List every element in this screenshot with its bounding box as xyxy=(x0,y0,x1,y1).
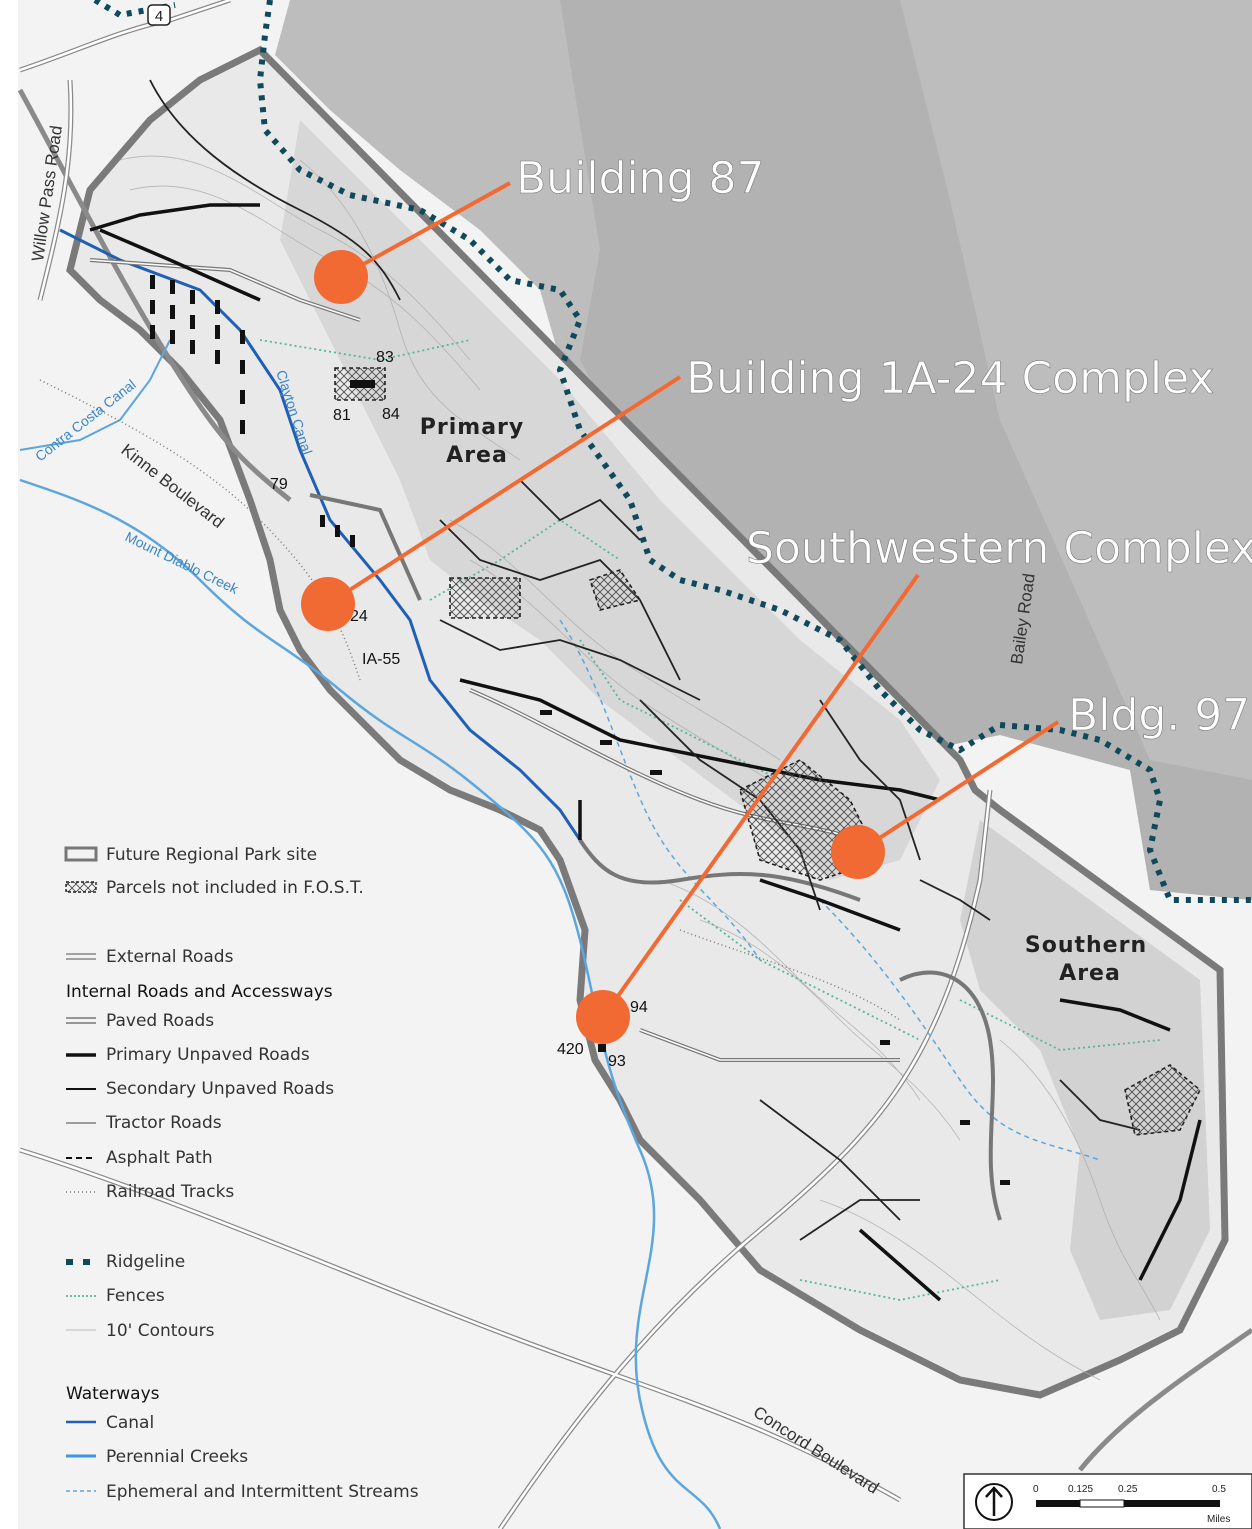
svg-text:Waterways: Waterways xyxy=(66,1384,160,1404)
north-arrow-icon xyxy=(975,1483,1013,1521)
building-87-label: Building 87 xyxy=(516,153,764,204)
svg-text:Asphalt Path: Asphalt Path xyxy=(106,1148,213,1168)
southwestern-complex-marker[interactable] xyxy=(576,990,630,1044)
svg-text:0.5: 0.5 xyxy=(1212,1484,1226,1495)
southwestern-complex-label: Southwestern Complex xyxy=(746,523,1252,574)
ephemeral-streams xyxy=(559,619,1101,1161)
callout-markers xyxy=(301,250,885,1044)
svg-text:Ridgeline: Ridgeline xyxy=(106,1252,185,1272)
svg-text:Perennial Creeks: Perennial Creeks xyxy=(106,1447,248,1467)
svg-text:24: 24 xyxy=(350,608,368,625)
svg-text:External Roads: External Roads xyxy=(106,947,234,967)
southern-area-label-line2: Area xyxy=(1059,961,1121,986)
excluded-parcels xyxy=(334,367,1201,1136)
svg-text:4: 4 xyxy=(155,8,163,25)
building-numbers: 83 81 84 79 24 IA-55 94 420 93 xyxy=(270,349,648,1070)
svg-text:Paved Roads: Paved Roads xyxy=(106,1011,214,1031)
building-87-marker[interactable] xyxy=(314,250,368,304)
legend: Future Regional Park site Parcels not in… xyxy=(64,845,419,1502)
svg-text:10' Contours: 10' Contours xyxy=(106,1321,215,1341)
svg-text:Parcels not included in F.O.S.: Parcels not included in F.O.S.T. xyxy=(106,878,364,898)
building-1a24-marker[interactable] xyxy=(301,577,355,631)
svg-text:0: 0 xyxy=(1033,1484,1039,1495)
svg-text:84: 84 xyxy=(382,406,400,423)
svg-text:83: 83 xyxy=(376,349,394,366)
svg-text:0.25: 0.25 xyxy=(1118,1484,1138,1495)
svg-text:Fences: Fences xyxy=(106,1286,165,1306)
svg-text:Primary Unpaved Roads: Primary Unpaved Roads xyxy=(106,1045,310,1065)
contra-costa-canal xyxy=(19,339,171,451)
svg-text:Future Regional Park site: Future Regional Park site xyxy=(106,845,317,865)
primary-unpaved-roads xyxy=(89,203,1202,1302)
callout-leaders xyxy=(326,181,1060,1019)
svg-text:0.125: 0.125 xyxy=(1068,1484,1093,1495)
scale-box: 0 0.125 0.25 0.5 Miles xyxy=(963,1473,1252,1529)
mount-diablo-creek xyxy=(19,478,722,1529)
svg-text:Miles: Miles xyxy=(1207,1514,1230,1525)
svg-text:420: 420 xyxy=(557,1041,584,1058)
bldg-97-marker[interactable] xyxy=(831,825,885,879)
building-1a24-label: Building 1A-24 Complex xyxy=(686,353,1214,404)
svg-text:Internal Roads and Accessways: Internal Roads and Accessways xyxy=(66,982,333,1002)
primary-area-label-line2: Area xyxy=(446,443,508,468)
svg-text:IA-55: IA-55 xyxy=(362,651,400,668)
route-4-shield: 4 xyxy=(147,4,171,26)
bldg-97-label: Bldg. 97 xyxy=(1068,690,1250,741)
southern-hills xyxy=(960,820,1210,1320)
park-hills xyxy=(280,120,940,880)
svg-text:81: 81 xyxy=(333,407,351,424)
svg-text:Ephemeral and Intermittent Str: Ephemeral and Intermittent Streams xyxy=(106,1482,419,1502)
svg-text:Railroad Tracks: Railroad Tracks xyxy=(106,1182,234,1202)
hills-northeast-shade xyxy=(560,0,1252,900)
railroad-tracks xyxy=(39,379,901,1021)
scale-bar: 0 0.125 0.25 0.5 Miles xyxy=(1033,1484,1230,1525)
ridgeline xyxy=(93,0,1252,903)
building-footprints xyxy=(150,275,1010,1185)
svg-text:Canal: Canal xyxy=(106,1413,154,1433)
svg-text:Tractor Roads: Tractor Roads xyxy=(105,1113,222,1133)
southern-area-label: Southern xyxy=(1025,933,1147,958)
svg-text:94: 94 xyxy=(630,999,648,1016)
svg-text:93: 93 xyxy=(608,1053,626,1070)
svg-text:79: 79 xyxy=(270,476,288,493)
page-margin xyxy=(0,0,18,1529)
svg-text:Secondary Unpaved Roads: Secondary Unpaved Roads xyxy=(106,1079,334,1099)
primary-area-label: Primary xyxy=(420,415,524,440)
clayton-canal xyxy=(59,228,582,841)
external-roads-inner xyxy=(19,0,992,1529)
